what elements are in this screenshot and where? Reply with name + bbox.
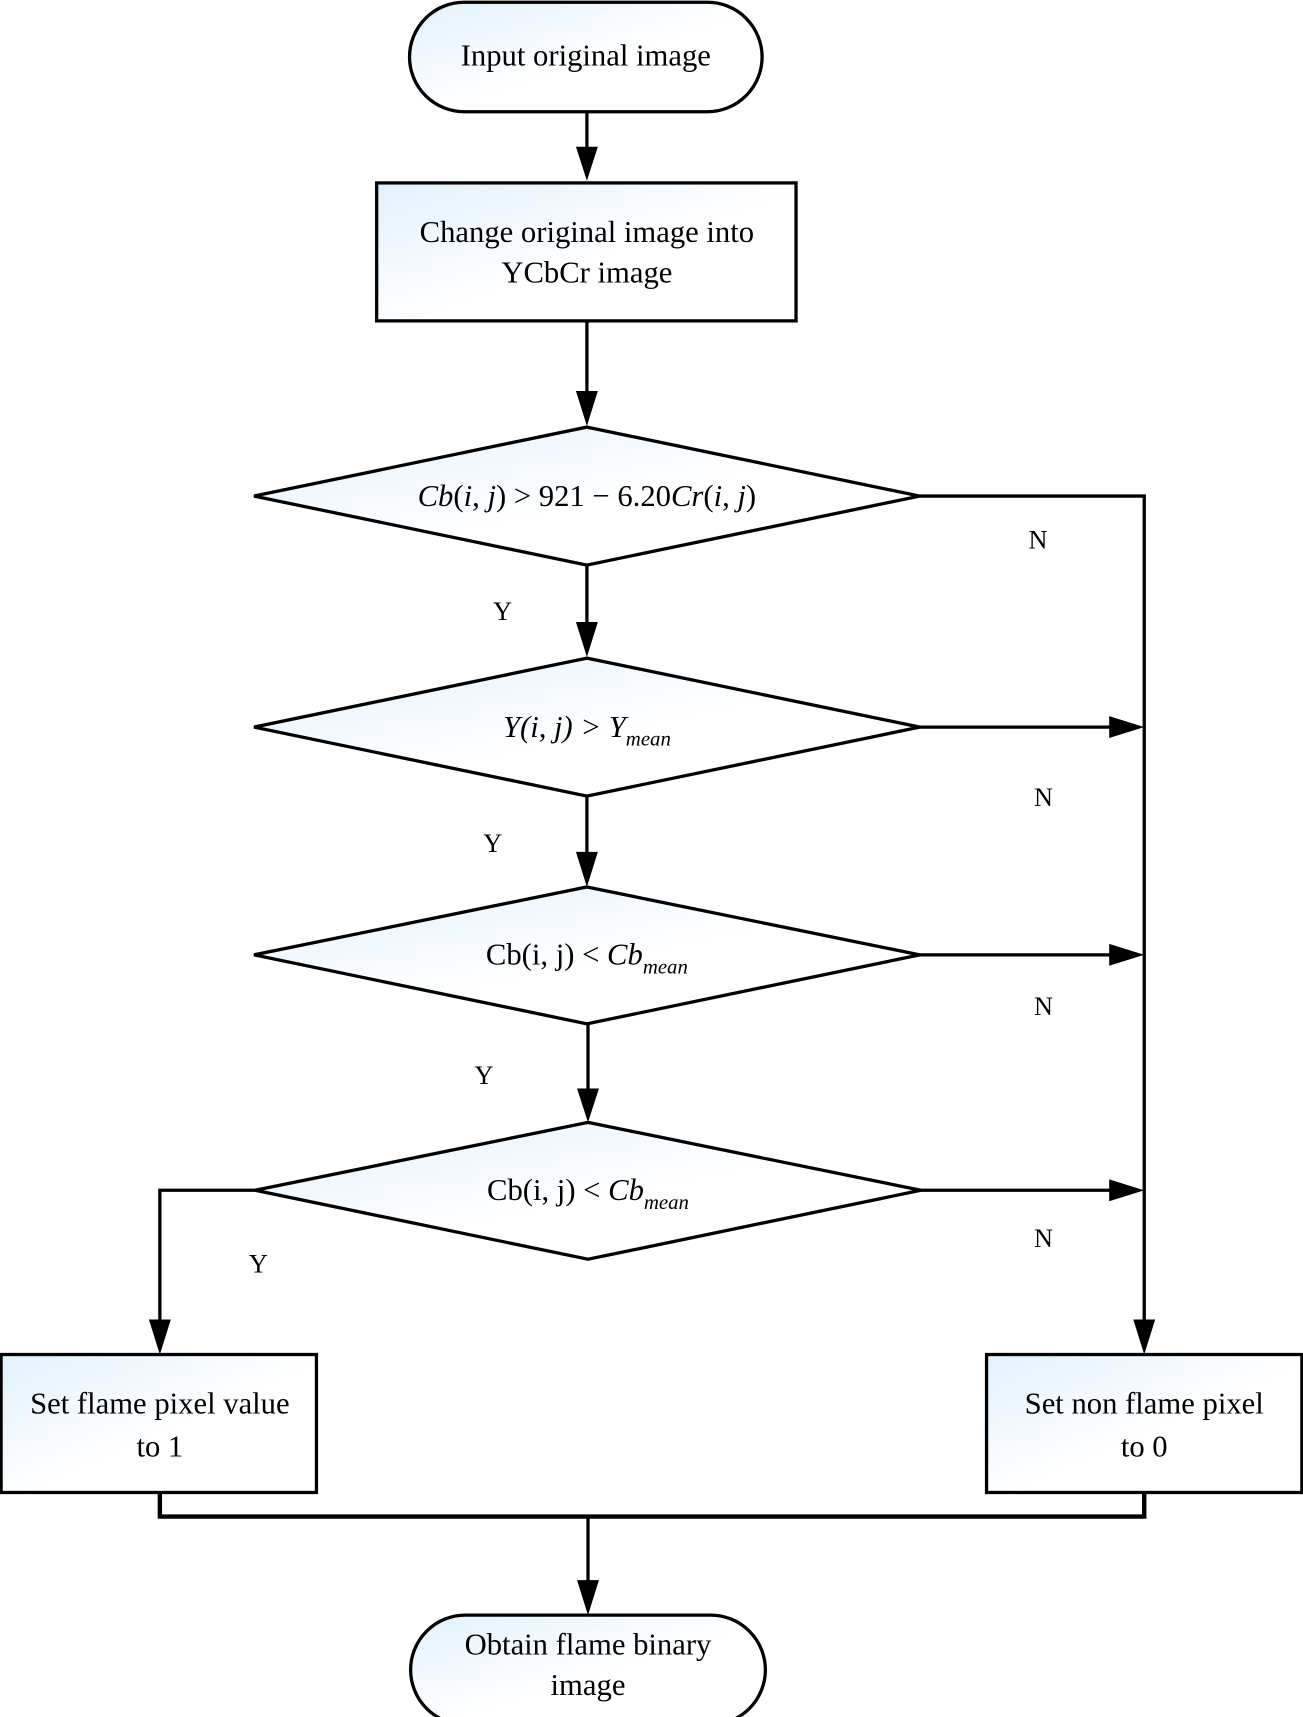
merge-connector [157,1492,1147,1616]
decision1-no-label: N [1029,526,1048,555]
decision2-yes-label: Y [483,829,502,858]
decision4-yes-label: Y [249,1249,268,1278]
set-flame-box: Set flame pixel value to 1 [0,1352,319,1495]
decision1-diamond: Cb(i, j) > 921 − 6.20Cr(i, j) [253,425,921,567]
decision3-no-label: N [1034,992,1053,1021]
arrow-decision2-no: N [919,716,1145,812]
convert-process-box: Change original image into YCbCr image [375,181,798,323]
nonflame-label-line1: Set non flame pixel [1025,1387,1264,1421]
arrow-start-to-convert [575,111,598,181]
decision3-condition: Cb(i, j) < Cbmean [486,938,688,979]
arrow-decision4-yes: Y [148,1188,268,1355]
flame-label-line1: Set flame pixel value [30,1387,290,1421]
arrow-decision3-yes: Y [474,1023,599,1123]
set-nonflame-box: Set non flame pixel to 0 [984,1352,1303,1495]
convert-label-line1: Change original image into [420,215,754,249]
decision1-yes-label: Y [493,597,512,626]
no-path-bus: N [919,494,1156,1355]
decision2-condition: Y(i, j) > Ymean [503,710,671,751]
flame-label-line2: to 1 [136,1429,183,1463]
end-label-line1: Obtain flame binary [465,1628,712,1662]
arrow-convert-to-decision1 [575,320,598,426]
arrow-decision1-yes: Y [493,565,598,658]
start-label: Input original image [461,39,711,73]
decision1-condition: Cb(i, j) > 921 − 6.20Cr(i, j) [418,479,757,513]
decision4-condition: Cb(i, j) < Cbmean [487,1173,689,1214]
arrow-decision2-yes: Y [483,796,598,887]
decision2-no-label: N [1034,783,1053,812]
decision2-diamond: Y(i, j) > Ymean [253,656,921,798]
decision3-diamond: Cb(i, j) < Cbmean [253,885,921,1026]
decision4-diamond: Cb(i, j) < Cbmean [254,1120,922,1261]
end-terminal: Obtain flame binary image [408,1613,768,1717]
end-label-line2: image [551,1668,626,1702]
decision3-yes-label: Y [474,1061,493,1090]
convert-label-line2: YCbCr image [501,256,672,290]
nonflame-label-line2: to 0 [1121,1429,1168,1463]
arrow-decision4-no: N [920,1179,1145,1253]
start-terminal: Input original image [407,0,764,114]
arrow-decision3-no: N [919,943,1145,1021]
decision4-no-label: N [1034,1224,1053,1253]
